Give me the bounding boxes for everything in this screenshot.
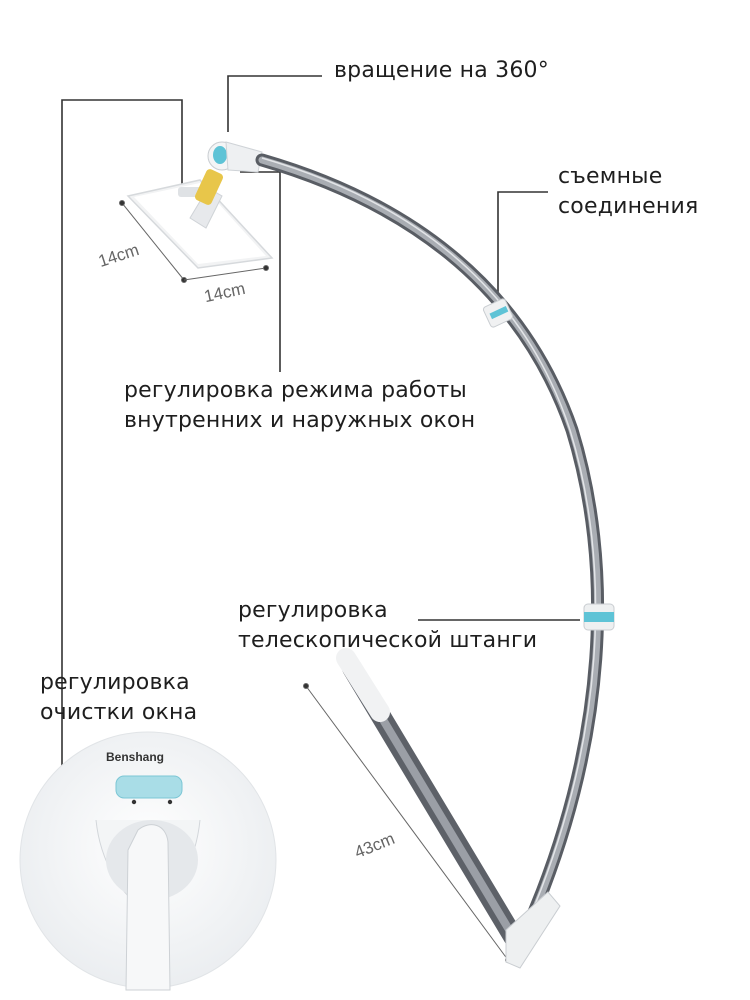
- handle: [336, 648, 561, 969]
- label-rotation: вращение на 360°: [334, 56, 549, 86]
- mop-head: [126, 169, 274, 269]
- leader-joints: [497, 191, 548, 300]
- closeup-circle: [19, 731, 277, 991]
- brand-logo: Benshang: [106, 750, 165, 764]
- label-telescope-line2: телескопической штанги: [238, 628, 538, 653]
- label-window-clean: регулировка очистки окна: [40, 668, 197, 728]
- label-mode-line2: внутренних и наружных окон: [124, 408, 476, 433]
- telescopic-pole: [255, 153, 605, 947]
- pole-connector-lower: [583, 603, 615, 631]
- label-mode: регулировка режима работы внутренних и н…: [124, 376, 475, 436]
- leader-rotation: [227, 75, 322, 132]
- label-mode-line1: регулировка режима работы: [124, 378, 467, 403]
- label-joints-line2: соединения: [558, 194, 699, 219]
- label-joints: съемные соединения: [558, 162, 698, 222]
- label-telescope-line1: регулировка: [238, 598, 388, 623]
- mode-switch: [115, 775, 183, 799]
- pole-connector-upper: [482, 298, 514, 328]
- leader-mode: [240, 171, 281, 372]
- label-telescope: регулировка телескопической штанги: [238, 596, 537, 656]
- swivel-joint: [207, 141, 263, 173]
- label-joints-line1: съемные: [558, 164, 663, 189]
- label-window-clean-line1: регулировка: [40, 670, 190, 695]
- label-rotation-text: вращение на 360°: [334, 58, 549, 83]
- label-window-clean-line2: очистки окна: [40, 700, 198, 725]
